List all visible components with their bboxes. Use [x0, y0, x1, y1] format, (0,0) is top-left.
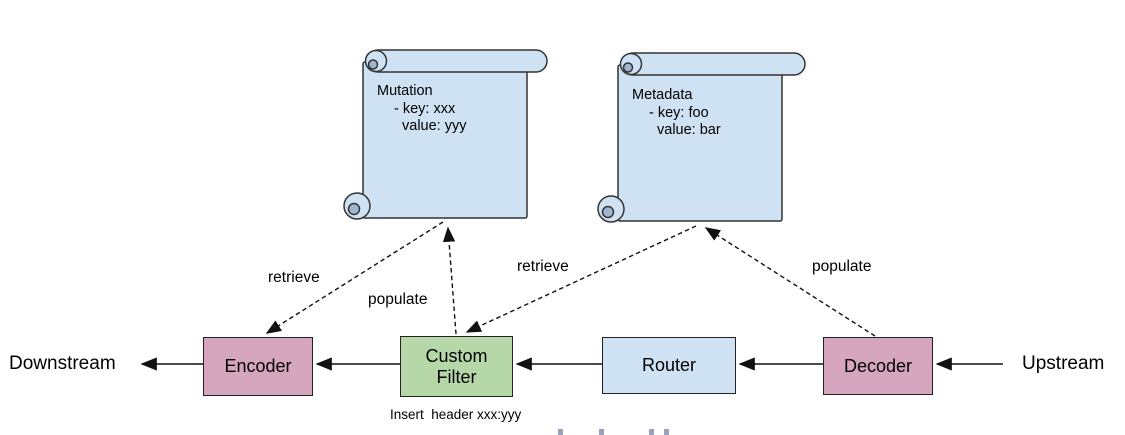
metadata-note: Metadata - key: foo value: bar	[632, 87, 721, 140]
relation-arrows	[265, 221, 876, 337]
metadata-note-title: Metadata	[632, 87, 693, 103]
edge-label-retrieve-filter: retrieve	[517, 258, 569, 275]
arrow-metadata-retrieve-to-filter	[465, 225, 697, 333]
decoder-box: Decoder	[823, 337, 933, 395]
mutation-scroll-shape	[343, 49, 548, 220]
router-box: Router	[602, 337, 736, 394]
mutation-note-title: Mutation	[377, 83, 433, 99]
mutation-note-key: - key: xxx	[394, 100, 456, 117]
metadata-note-key: - key: foo	[649, 104, 709, 121]
metadata-note-value: value: bar	[657, 122, 721, 138]
arrow-filter-populate-to-mutation	[442, 226, 457, 335]
arrow-decoder-populate-to-metadata	[704, 227, 876, 337]
upstream-label: Upstream	[1022, 353, 1105, 374]
edge-label-populate-decoder: populate	[812, 258, 872, 275]
mutation-note: Mutation - key: xxx value: yyy	[377, 83, 466, 136]
arrow-mutation-retrieve-to-encoder	[265, 221, 444, 334]
mutation-note-value: value: yyy	[402, 118, 467, 134]
downstream-label: Downstream	[9, 353, 116, 374]
metadata-scroll-shape	[597, 52, 806, 223]
edge-label-populate-filter: populate	[368, 291, 428, 308]
edge-label-retrieve-encoder: retrieve	[268, 269, 320, 286]
insert-header-caption: Insert header xxx:yyy	[390, 407, 522, 422]
encoder-box: Encoder	[203, 337, 313, 396]
custom-filter-box: Custom Filter	[400, 336, 513, 397]
